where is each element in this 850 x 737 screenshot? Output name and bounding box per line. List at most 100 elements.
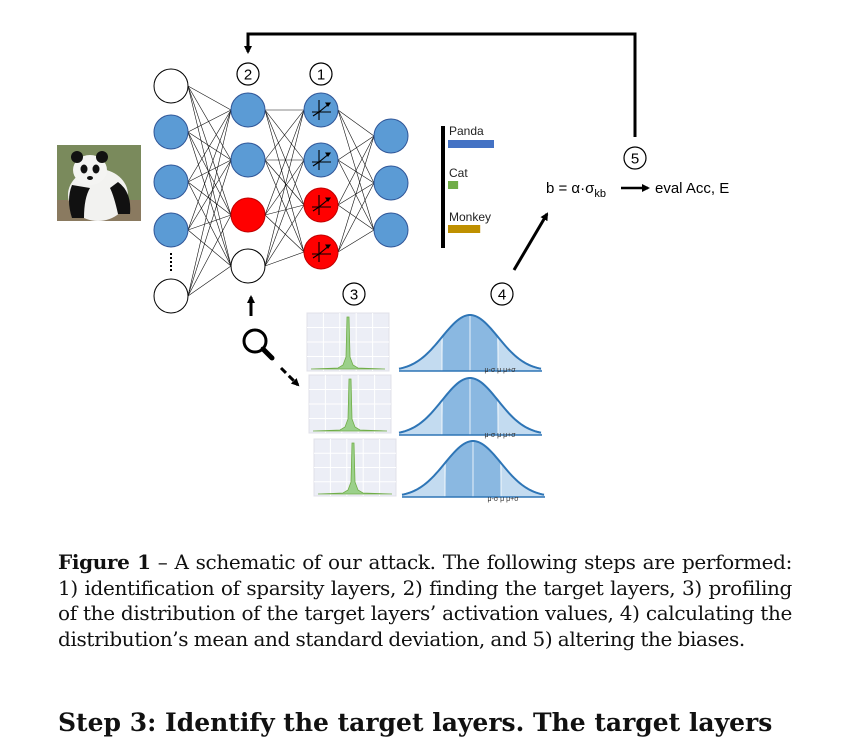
connection-line [187,109,232,183]
connection-line [187,109,232,231]
gaussian-curve [398,314,542,372]
activation-histograms [306,312,397,497]
connection-line [187,131,232,267]
connection-line [337,135,375,253]
step-4-badge [490,282,514,306]
step-1-number: 1 [317,67,325,84]
input-neuron [153,212,189,248]
step-4-number: 4 [498,287,506,304]
connection-line [264,159,305,206]
bias-formula: b = α·σkb eval Acc, E [546,180,729,200]
input-neuron [153,68,189,104]
connection-line [337,159,375,184]
hidden-neuron [230,92,266,128]
connection-line [264,214,305,253]
bar-label-cat: Cat [449,166,468,180]
hidden-neuron [230,142,266,178]
connection-line [264,109,305,267]
gaussian-tick-label: μ-σ μ μ+σ [484,367,516,374]
gaussian-tick-label: μ-σ μ μ+σ [487,496,519,503]
relu-glyph [312,242,332,262]
connection-line [187,229,232,267]
step-1-badge [309,62,333,86]
bar-cat [448,181,459,189]
connection-line [337,135,375,161]
section-heading: Step 3: Identify the target layers. The … [58,708,773,737]
histogram-peak [310,316,386,370]
connection-line [187,159,232,183]
caption-label: Figure 1 [58,550,151,574]
connection-line [264,159,305,267]
caption-text: – A schematic of our attack. The followi… [58,550,792,651]
gaussian-curve [398,377,542,436]
connection-line [264,109,305,206]
connection-line [187,181,232,267]
connection-line [264,251,305,267]
connection-line [264,109,305,253]
bar-label-monkey: Monkey [449,210,491,224]
panda-image [57,145,141,221]
bar-monkey [448,225,481,233]
connection-line [264,109,305,161]
input-neuron [153,114,189,150]
step-3-badge [342,282,366,306]
connection-line [187,181,232,216]
connection-line [264,204,305,216]
input-neuron [153,164,189,200]
input-neuron [153,278,189,314]
connection-line [264,109,305,216]
connection-line [337,109,375,137]
connection-line [187,85,232,267]
connection-line [187,265,232,297]
bar-panda [448,140,494,148]
attack-schematic-figure: Panda Cat Monkey 2 1 3 4 5 b = α·σkb eva… [57,32,729,503]
feedback-arrow [244,32,637,137]
sparsity-layer [303,92,339,270]
connection-line [187,109,232,133]
formula-result: eval Acc, E [655,180,729,197]
svg-text:b = α·σkb: b = α·σkb [546,180,606,200]
step-2-number: 2 [244,67,252,84]
step-2-badge [236,62,260,86]
magnifier-dashed-arrow [279,366,300,387]
output-neuron [373,118,409,154]
connection-line [264,204,305,267]
formula-lhs: b = α·σ [546,180,595,197]
output-layer [373,118,409,248]
connection-line [187,131,232,216]
connection-line [337,135,375,206]
step-5-badge [623,146,647,170]
output-bar-chart: Panda Cat Monkey [441,124,494,248]
relu-glyph [312,100,332,120]
input-layer [153,68,189,314]
histogram-peak [312,378,388,432]
figure-caption: Figure 1 – A schematic of our attack. Th… [58,550,792,652]
step4-arrow [512,212,549,271]
connection-line [264,159,305,253]
relu-glyph [312,195,332,215]
magnifier-icon [242,328,275,361]
bar-label-panda: Panda [449,124,484,138]
connection-line [187,85,232,111]
gaussian-tick-label: μ-σ μ μ+σ [484,432,516,439]
output-neuron [373,165,409,201]
connection-line [187,85,232,216]
gaussian-curve [401,440,545,498]
connection-line [187,159,232,297]
connection-line [187,159,232,231]
connection-line [187,85,232,161]
relu-activation-icon [312,100,332,262]
relu-glyph [312,150,332,170]
step-badges [236,62,647,306]
step-3-number: 3 [350,287,358,304]
target-layer [230,92,266,284]
network-connections [187,85,375,297]
output-neuron [373,212,409,248]
hidden-neuron [230,248,266,284]
connection-line [187,109,232,297]
connection-line [187,214,232,231]
hidden-neuron-altered [230,197,266,233]
gaussian-distributions [398,314,545,498]
connection-line [337,182,375,253]
connection-line [337,109,375,184]
